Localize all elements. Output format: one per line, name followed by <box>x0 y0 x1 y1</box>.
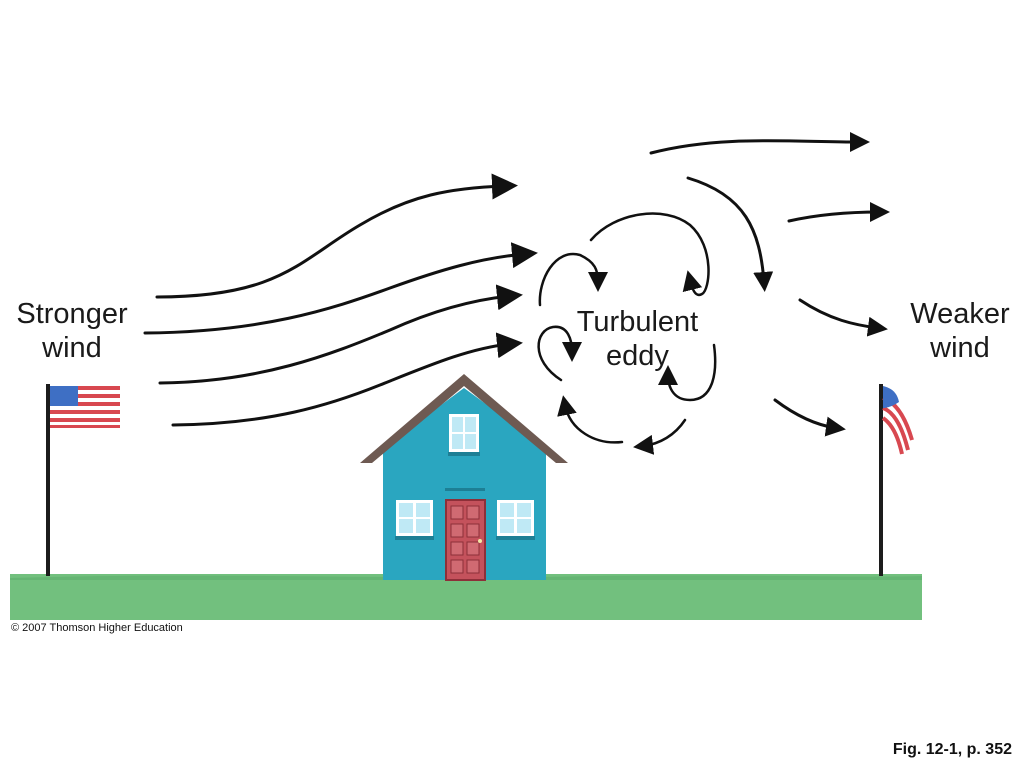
turbulent-eddy-label-line2: eddy <box>606 340 669 372</box>
arrow-icon <box>143 242 538 335</box>
arrow-icon <box>787 202 890 223</box>
flag-icon <box>46 384 120 576</box>
arrow-icon <box>649 131 870 155</box>
arrow-icon <box>658 343 717 402</box>
stronger-wind-label-line1: Stronger <box>16 298 128 330</box>
arrow-icon <box>773 398 846 437</box>
arrow-icon <box>589 212 710 297</box>
arrow-icon <box>158 284 523 385</box>
arrow-icon <box>633 418 687 455</box>
turbulent-eddy-label: Turbulent eddy <box>560 305 715 373</box>
arrow-icon <box>171 332 523 427</box>
wind-arrows-outgoing <box>649 131 890 437</box>
arrow-icon <box>537 325 582 382</box>
eddy-arrows <box>537 212 717 455</box>
weaker-wind-label-line1: Weaker <box>910 298 1010 330</box>
ground <box>10 574 922 620</box>
stronger-wind-label-line2: wind <box>42 332 102 364</box>
arrow-icon <box>686 176 774 292</box>
arrow-icon <box>538 252 608 307</box>
arrow-icon <box>155 173 518 299</box>
wind-arrows-incoming <box>143 173 538 427</box>
copyright-notice: © 2007 Thomson Higher Education <box>11 622 183 634</box>
house-icon <box>360 374 568 581</box>
turbulent-eddy-label-line1: Turbulent <box>576 306 699 338</box>
arrow-icon <box>798 298 888 337</box>
figure-reference: Fig. 12-1, p. 352 <box>892 741 1012 758</box>
stronger-wind-label: Stronger wind <box>0 297 144 365</box>
flag-icon <box>879 384 918 576</box>
weaker-wind-label-line2: wind <box>930 332 990 364</box>
arrow-icon <box>557 395 624 444</box>
weaker-wind-label: Weaker wind <box>896 297 1024 365</box>
